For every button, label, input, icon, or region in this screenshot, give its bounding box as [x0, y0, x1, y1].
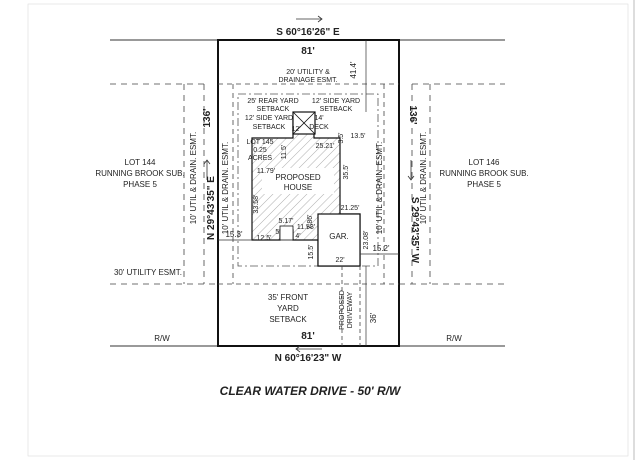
- dim-152: 15.2': [372, 244, 390, 253]
- dim-25-21: 25.21': [316, 143, 335, 150]
- lot-left-line1: LOT 144: [125, 158, 157, 167]
- dim-4: 4': [295, 233, 300, 240]
- rear-utility-esmt-line1: 20' UTILITY &: [286, 69, 330, 76]
- dim-7-86: 7.86': [307, 215, 314, 230]
- arrow-left-side: [203, 159, 211, 180]
- dim-33-58: 33.58': [253, 195, 260, 214]
- lot-right-line1: LOT 146: [469, 158, 501, 167]
- lot-label-line3: ACRES: [248, 155, 272, 162]
- bearing-right: S 29°43'35" W: [409, 197, 420, 264]
- side-yard-setback-left-line2: SETBACK: [253, 124, 286, 131]
- arrow-right-side: [407, 160, 415, 181]
- dim-5: 5': [275, 229, 280, 236]
- side-yard-setback-left-line1: 12' SIDE YARD: [245, 115, 293, 122]
- front-setback-line3: SETBACK: [269, 315, 307, 324]
- front-setback-line2: YARD: [277, 304, 299, 313]
- dim-15-5: 15.5': [308, 245, 315, 260]
- dim-left-side: 136': [202, 108, 213, 127]
- dim-23-08: 23.08': [363, 231, 370, 250]
- driveway-line2: DRIVEWAY: [347, 291, 354, 328]
- lot-right-line3: PHASE 5: [467, 180, 501, 189]
- north-arrow-bottom: [295, 345, 322, 353]
- side-yard-setback-right-line1: 12' SIDE YARD: [312, 98, 360, 105]
- driveway-line1: PROPOSED: [339, 290, 346, 330]
- lot-label-line1: LOT 145: [246, 139, 273, 146]
- dim-13-5: 13.5': [351, 133, 366, 140]
- dim-35-5: 35.5': [343, 165, 350, 180]
- garage: [317, 213, 361, 267]
- dim-3-5: 3.5': [338, 132, 345, 143]
- lot-left-line2: RUNNING BROOK SUB.: [95, 169, 184, 178]
- dim-11-79: 11.79': [257, 168, 275, 175]
- front-setback-line1: 35' FRONT: [268, 293, 308, 302]
- page-border: [27, 3, 629, 457]
- util-30-label: 30' UTILITY ESMT.: [114, 268, 182, 277]
- rw-left: R/W: [154, 334, 170, 343]
- lot-right-line2: RUNNING BROOK SUB.: [439, 169, 528, 178]
- deck-size: 14': [314, 115, 323, 122]
- dim-bottom: 81': [301, 331, 315, 342]
- lot-label-line2: 0.25: [253, 147, 267, 154]
- deck-diagonal-b: [292, 111, 316, 135]
- bearing-left: N 29°43'35" E: [206, 176, 217, 240]
- rear-yard-setback-line2: SETBACK: [257, 106, 290, 113]
- dim-11-5: 11.5': [281, 145, 288, 159]
- dim-153: 15.3': [225, 230, 243, 239]
- garage-label: GAR.: [329, 232, 349, 241]
- house-label-mask: [262, 168, 334, 194]
- north-arrow-top: [296, 15, 323, 23]
- dim-36: 36': [369, 312, 378, 323]
- dim-11-58: 11.58': [297, 224, 315, 231]
- deck-label: DECK: [309, 124, 329, 131]
- dim-22: 22': [335, 257, 344, 264]
- util-drain-left-inner: 10' UTIL & DRAIN. ESMT.: [221, 142, 230, 234]
- dim-21-25: 21.25': [341, 205, 360, 212]
- rw-right: R/W: [446, 334, 462, 343]
- deck-small-dim: 12': [291, 126, 300, 133]
- util-drain-left-outer: 10' UTIL & DRAIN. ESMT.: [189, 132, 198, 224]
- rear-utility-esmt-line2: DRAINAGE ESMT.: [278, 77, 337, 84]
- util-drain-right-outer: 10' UTIL & DRAIN. ESMT.: [419, 132, 428, 224]
- rear-yard-setback-line1: 25' REAR YARD: [247, 98, 298, 105]
- porch: [279, 225, 294, 241]
- side-yard-setback-right-line2: SETBACK: [320, 106, 353, 113]
- house-label-line2: HOUSE: [284, 183, 312, 192]
- dim-12-5: 12.5': [257, 235, 272, 242]
- street-name: CLEAR WATER DRIVE - 50' R/W: [220, 384, 402, 398]
- dim-5-17: 5.17': [279, 218, 294, 225]
- building-setback-envelope: [237, 93, 379, 267]
- lot-boundary: [217, 39, 400, 347]
- util-drain-right-inner: 10' UTIL & DRAIN. ESMT.: [375, 142, 384, 234]
- dim-right-side: 136': [407, 105, 418, 124]
- bearing-top: S 60°16'26" E: [276, 27, 340, 38]
- dim-top: 81': [301, 46, 315, 57]
- bearing-bottom: N 60°16'23" W: [275, 353, 342, 364]
- house-label-line1: PROPOSED: [275, 173, 321, 182]
- lot-left-line3: PHASE 5: [123, 180, 157, 189]
- dim-41: 41.4': [349, 61, 358, 79]
